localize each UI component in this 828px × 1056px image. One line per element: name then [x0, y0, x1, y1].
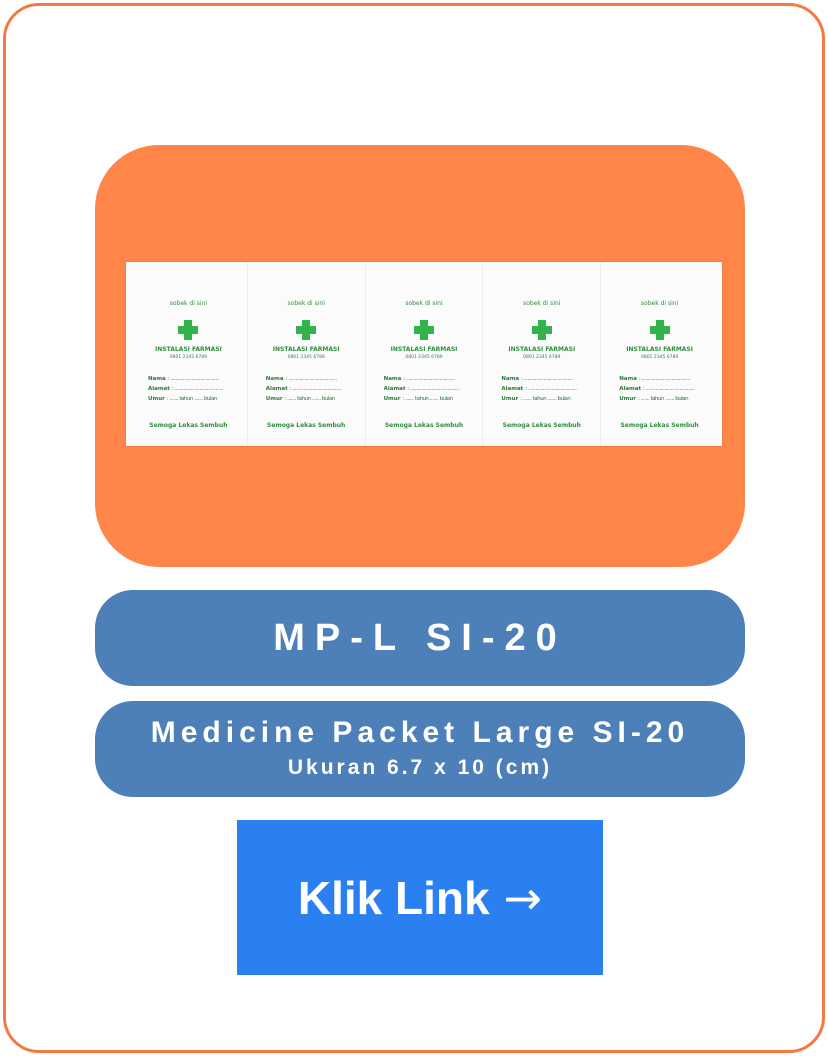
- packet-pocket: sobek di sini INSTALASI FARMASI 0801 234…: [366, 262, 484, 446]
- pharmacy-label: INSTALASI FARMASI: [390, 346, 458, 353]
- packet-pocket: sobek di sini INSTALASI FARMASI 0801 234…: [601, 262, 718, 446]
- pharmacy-label: INSTALASI FARMASI: [272, 346, 340, 353]
- pharmacy-label: INSTALASI FARMASI: [626, 346, 693, 353]
- product-code-bar: MP-L SI-20: [95, 590, 745, 686]
- phone-label: 0801 2345 6789: [169, 355, 207, 360]
- medical-cross-icon: [413, 320, 434, 340]
- product-image-panel: sobek di sini INSTALASI FARMASI 0801 234…: [95, 145, 745, 567]
- tear-label: sobek di sini: [169, 300, 208, 307]
- age-field: Umur : ....... tahun ....... bulan: [383, 396, 453, 402]
- address-field: Alamat : ...............................…: [383, 386, 460, 392]
- tear-label: sobek di sini: [640, 300, 679, 307]
- wish-label: Semoga Lekas Sembuh: [384, 422, 464, 429]
- packet-pocket: sobek di sini INSTALASI FARMASI 0801 234…: [483, 262, 602, 446]
- address-field: Alamat : ...............................…: [148, 386, 224, 392]
- tear-label: sobek di sini: [405, 300, 443, 307]
- medical-cross-icon: [649, 320, 670, 340]
- name-field: Nama : .................................…: [265, 376, 337, 382]
- wish-label: Semoga Lekas Sembuh: [502, 422, 581, 429]
- medicine-packet-strip: sobek di sini INSTALASI FARMASI 0801 234…: [126, 262, 722, 446]
- product-size: Ukuran 6.7 x 10 (cm): [287, 756, 553, 779]
- klik-link-button[interactable]: Klik Link →: [237, 820, 603, 975]
- phone-label: 0801 2345 6789: [287, 355, 325, 360]
- phone-label: 0801 2345 6789: [640, 355, 679, 360]
- name-field: Nama : .................................…: [501, 376, 573, 382]
- packet-pocket: sobek di sini INSTALASI FARMASI 0801 234…: [248, 262, 366, 446]
- packet-pocket: sobek di sini INSTALASI FARMASI 0801 234…: [130, 262, 248, 446]
- name-field: Nama : .................................…: [148, 376, 219, 382]
- product-name-bar: Medicine Packet Large SI-20 Ukuran 6.7 x…: [95, 701, 745, 797]
- address-field: Alamat : ...............................…: [265, 386, 342, 392]
- phone-label: 0801 2345 6789: [523, 355, 561, 360]
- age-field: Umur : ....... tahun ....... bulan: [501, 396, 571, 402]
- age-field: Umur : ....... tahun ....... bulan: [619, 396, 689, 402]
- tear-label: sobek di sini: [523, 300, 561, 307]
- tear-label: sobek di sini: [287, 300, 325, 307]
- phone-label: 0801 2345 6789: [405, 355, 443, 360]
- wish-label: Semoga Lekas Sembuh: [620, 422, 699, 429]
- product-card: sobek di sini INSTALASI FARMASI 0801 234…: [3, 3, 825, 1053]
- name-field: Nama : .................................…: [383, 376, 455, 382]
- medical-cross-icon: [531, 320, 552, 340]
- age-field: Umur : ....... tahun ....... bulan: [148, 396, 217, 402]
- link-button-label: Klik Link: [297, 871, 490, 924]
- product-name: Medicine Packet Large SI-20: [150, 716, 690, 749]
- name-field: Nama : .................................…: [619, 376, 691, 382]
- age-field: Umur : ....... tahun ....... bulan: [265, 396, 335, 402]
- medical-cross-icon: [178, 320, 199, 340]
- wish-label: Semoga Lekas Sembuh: [267, 422, 346, 429]
- arrow-right-icon: →: [503, 870, 543, 925]
- medical-cross-icon: [296, 320, 317, 340]
- pharmacy-label: INSTALASI FARMASI: [155, 346, 222, 353]
- address-field: Alamat : ...............................…: [619, 386, 695, 392]
- address-field: Alamat : ...............................…: [501, 386, 577, 392]
- pharmacy-label: INSTALASI FARMASI: [508, 346, 576, 353]
- product-code: MP-L SI-20: [273, 616, 567, 659]
- wish-label: Semoga Lekas Sembuh: [149, 422, 228, 429]
